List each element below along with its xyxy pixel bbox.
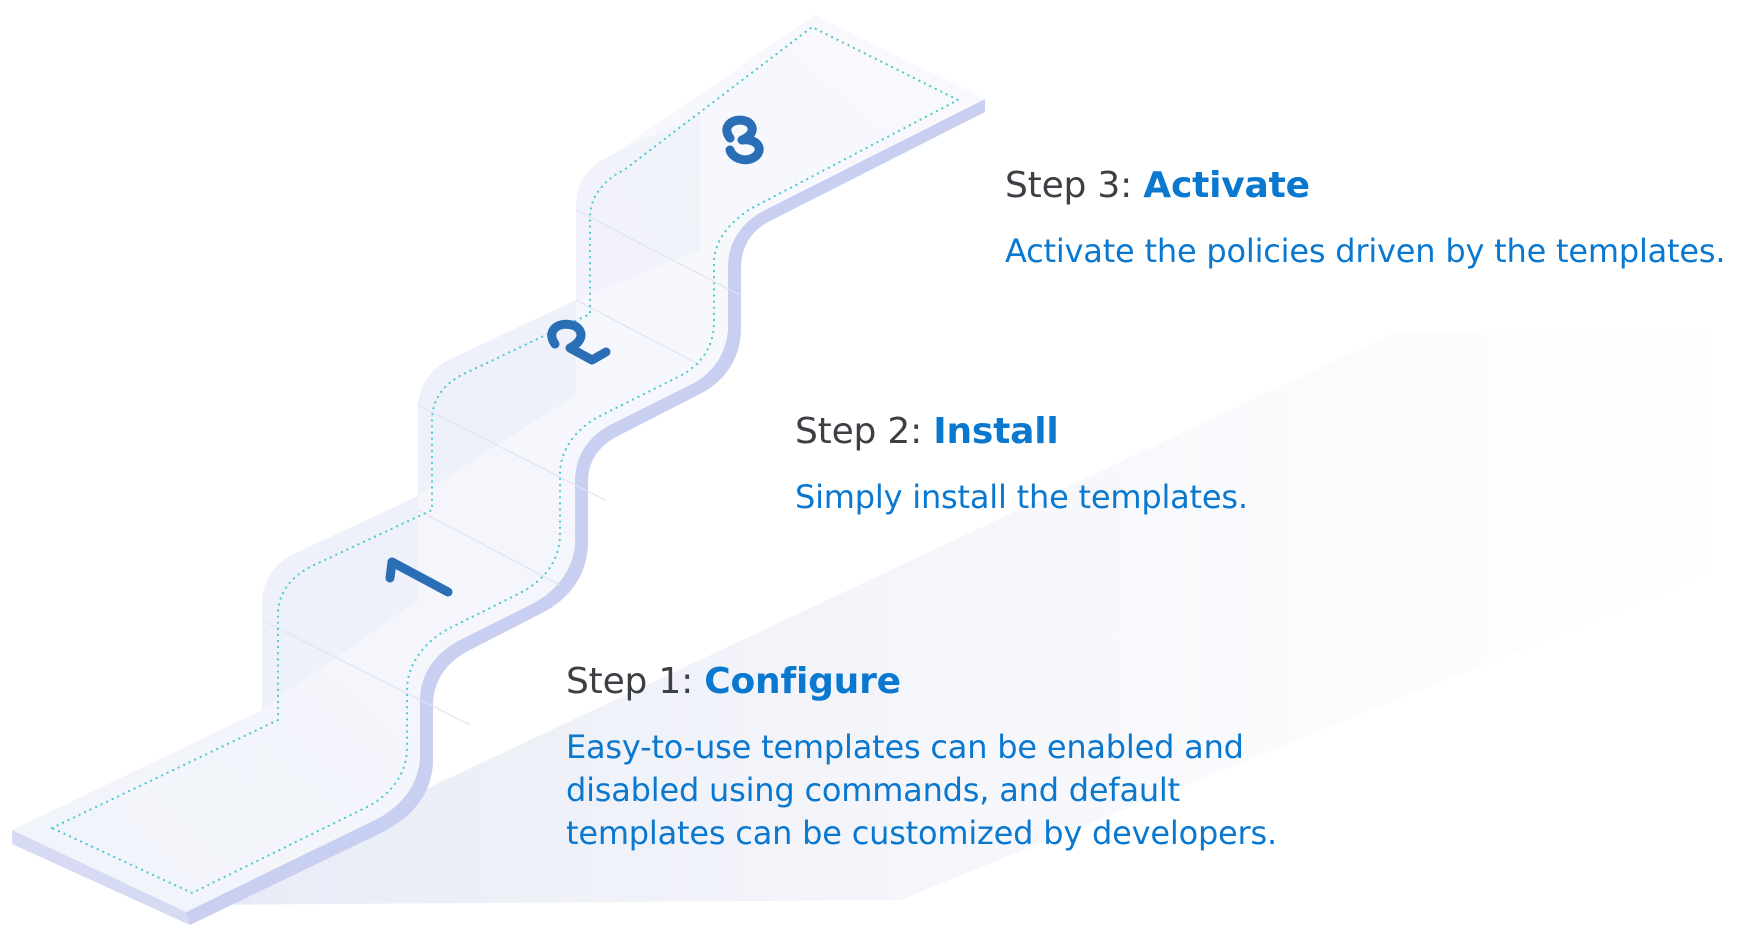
step-3-heading: Step 3: Activate bbox=[1005, 164, 1725, 208]
step-3-description: Activate the policies driven by the temp… bbox=[1005, 232, 1726, 270]
riser-3 bbox=[576, 114, 700, 300]
step-1-prefix: Step 1: bbox=[566, 661, 694, 702]
riser-1 bbox=[262, 496, 418, 710]
step-number-2-mark bbox=[547, 319, 611, 365]
stairs-right-edge bbox=[186, 99, 985, 925]
step-1-name: Configure bbox=[704, 661, 901, 702]
step-2-block: Step 2: Install Simply install the templ… bbox=[795, 410, 1248, 519]
step-number-1-mark bbox=[385, 557, 453, 597]
stairs-shadow bbox=[180, 330, 1743, 905]
step-3-name: Activate bbox=[1143, 165, 1310, 206]
step-1-block: Step 1: Configure Easy-to-use templates … bbox=[566, 660, 1326, 855]
step-2-name: Install bbox=[933, 411, 1059, 452]
step-2-description: Simply install the templates. bbox=[795, 478, 1248, 516]
step-1-description: Easy-to-use templates can be enabled and… bbox=[566, 728, 1277, 852]
step-2-prefix: Step 2: bbox=[795, 411, 923, 452]
step-3-block: Step 3: Activate Activate the policies d… bbox=[1005, 164, 1726, 273]
step-dividers bbox=[261, 209, 741, 726]
step-2-heading: Step 2: Install bbox=[795, 410, 1248, 454]
dotted-path-outline bbox=[49, 25, 961, 895]
step-3-prefix: Step 3: bbox=[1005, 165, 1133, 206]
step-1-heading: Step 1: Configure bbox=[566, 660, 1326, 704]
riser-2 bbox=[418, 300, 576, 496]
step-number-3-mark bbox=[722, 115, 764, 165]
stairs-surface bbox=[12, 15, 985, 912]
stairs-side-edge bbox=[12, 830, 190, 925]
